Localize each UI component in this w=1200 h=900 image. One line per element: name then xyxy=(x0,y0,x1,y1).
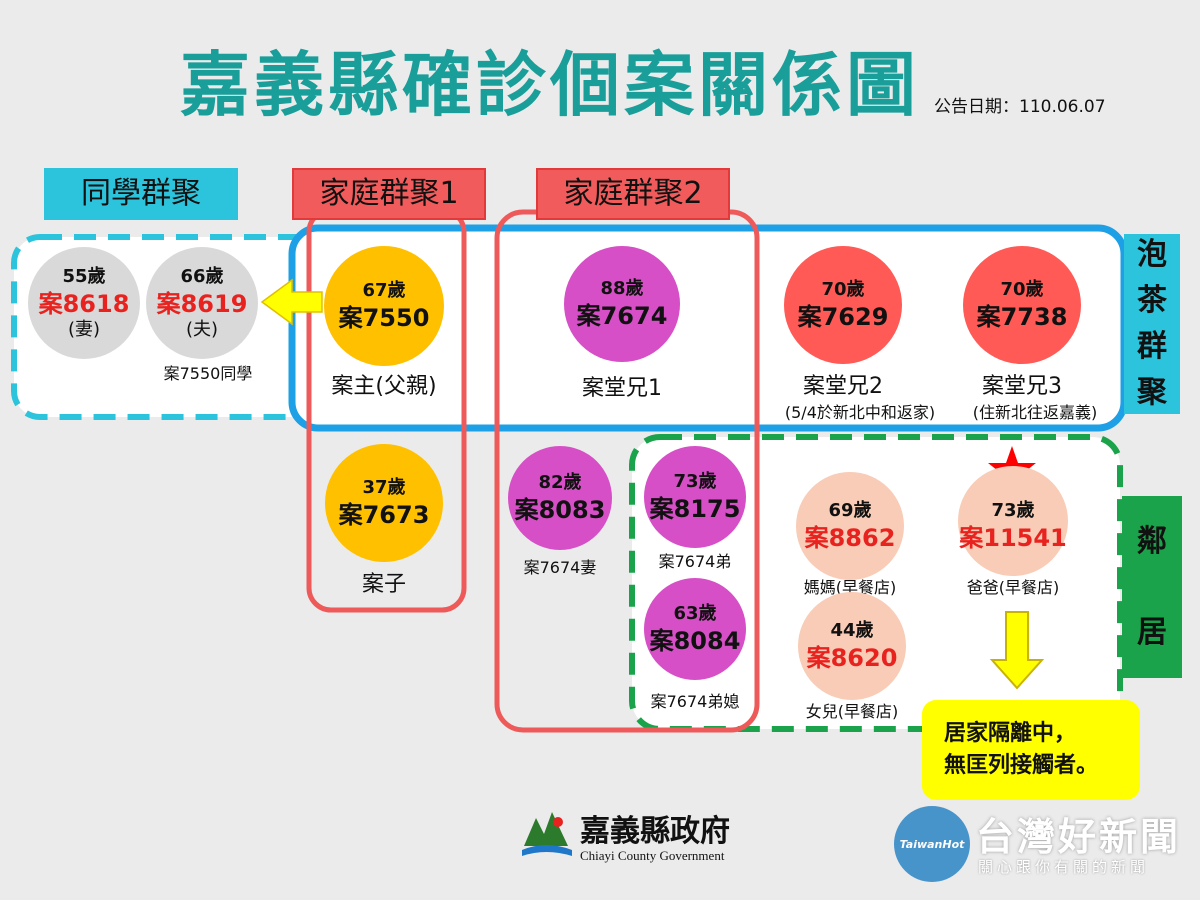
case-caption: 案堂兄2 xyxy=(803,374,883,399)
family2-cluster-label: 家庭群聚2 xyxy=(536,168,730,220)
case-caption: 案子 xyxy=(361,572,406,597)
case-node-7629: 70歲 案7629 xyxy=(784,246,902,364)
watermark-badge-text: TaiwanHot xyxy=(899,837,965,851)
neighbor-label-char: 居 xyxy=(1137,614,1167,650)
watermark-tagline: 關心跟你有關的新聞 xyxy=(978,858,1150,876)
case-number: 案7674 xyxy=(576,302,668,330)
case-age: 70歲 xyxy=(1000,279,1044,300)
case-number: 案8175 xyxy=(649,495,741,523)
case-number: 案7738 xyxy=(976,303,1068,331)
case-number: 案8084 xyxy=(649,627,741,655)
chiayi-government-logo-icon xyxy=(522,812,572,856)
case-node-8175: 73歲 案8175 xyxy=(644,446,746,548)
case-caption: 媽媽(早餐店) xyxy=(803,578,897,597)
watermark-badge: TaiwanHot xyxy=(894,806,970,882)
tea-cluster-label: 泡 茶 群 聚 xyxy=(1124,234,1180,414)
arrow-down-icon xyxy=(989,611,1045,690)
neighbor-label-char: 鄰 xyxy=(1137,523,1167,559)
case-caption: 案堂兄1 xyxy=(582,376,662,401)
case-age: 88歲 xyxy=(600,278,644,299)
case-number: 案7629 xyxy=(797,303,889,331)
tea-label-char: 茶 xyxy=(1137,283,1167,318)
case-node-8619: 66歲 案8619 (夫) xyxy=(146,247,258,359)
case-age: 69歲 xyxy=(828,500,872,521)
case-age: 37歲 xyxy=(362,477,406,498)
case-node-8084: 63歲 案8084 xyxy=(644,578,746,680)
case-node-7738: 70歲 案7738 xyxy=(963,246,1081,364)
case-node-7550: 67歲 案7550 xyxy=(324,246,444,366)
case-caption: 案7550同學 xyxy=(163,364,253,383)
case-caption: 爸爸(早餐店) xyxy=(966,578,1060,597)
case-age: 73歲 xyxy=(673,471,717,492)
case-relation: (妻) xyxy=(67,319,101,340)
callout-line: 無匡列接觸者。 xyxy=(944,753,1099,778)
case-node-8083: 82歲 案8083 xyxy=(508,446,612,550)
case-caption: 案7674妻 xyxy=(523,558,597,577)
case-age: 55歲 xyxy=(62,266,106,287)
case-age: 67歲 xyxy=(362,280,406,301)
case-relation: (夫) xyxy=(185,319,219,340)
case-caption: 案堂兄3 xyxy=(982,374,1062,399)
government-name-en: Chiayi County Government xyxy=(580,848,725,863)
arrow-left-icon xyxy=(260,278,323,326)
case-node-8620: 44歲 案8620 xyxy=(798,592,906,700)
case-node-7673: 37歲 案7673 xyxy=(325,444,443,562)
family1-cluster-label: 家庭群聚1 xyxy=(292,168,486,220)
case-caption: 案7674弟 xyxy=(658,552,732,571)
classmates-cluster-label: 同學群聚 xyxy=(44,168,238,220)
case-number: 案8618 xyxy=(38,290,130,318)
case-age: 63歲 xyxy=(673,603,717,624)
case-age: 44歲 xyxy=(830,620,874,641)
watermark-brand: 台灣好新聞 xyxy=(976,815,1182,859)
case-number: 案7673 xyxy=(338,501,430,529)
case-node-11541: 73歲 案11541 xyxy=(958,466,1068,576)
case-age: 82歲 xyxy=(538,472,582,493)
neighbor-cluster-label: 鄰 居 xyxy=(1122,496,1182,678)
case-age: 66歲 xyxy=(180,266,224,287)
case-caption: 案7674弟媳 xyxy=(650,692,740,711)
case-age: 70歲 xyxy=(821,279,865,300)
case-number: 案8083 xyxy=(514,496,606,524)
tea-label-char: 群 xyxy=(1137,329,1167,364)
announce-date: 公告日期：110.06.07 xyxy=(934,97,1106,117)
case-caption-note: (5/4於新北中和返家) xyxy=(784,403,936,422)
case-number: 案8620 xyxy=(806,644,898,672)
case-number: 案7550 xyxy=(338,304,430,332)
case-caption: 案主(父親) xyxy=(331,374,437,399)
government-name: 嘉義縣政府 xyxy=(580,814,730,849)
page-title: 嘉義縣確診個案關係圖 xyxy=(180,44,920,126)
case-node-7674: 88歲 案7674 xyxy=(564,246,680,362)
case-caption-note: (住新北往返嘉義) xyxy=(972,403,1098,422)
tea-label-char: 泡 xyxy=(1137,237,1167,272)
case-number: 案8619 xyxy=(156,290,248,318)
case-age: 73歲 xyxy=(991,500,1035,521)
case-caption: 女兒(早餐店) xyxy=(805,702,899,721)
case-number: 案8862 xyxy=(804,524,896,552)
case-node-8862: 69歲 案8862 xyxy=(796,472,904,580)
case-node-8618: 55歲 案8618 (妻) xyxy=(28,247,140,359)
callout-line: 居家隔離中， xyxy=(944,721,1077,746)
quarantine-callout: 居家隔離中， 無匡列接觸者。 xyxy=(922,700,1140,800)
case-number: 案11541 xyxy=(959,524,1067,552)
tea-label-char: 聚 xyxy=(1137,375,1167,410)
